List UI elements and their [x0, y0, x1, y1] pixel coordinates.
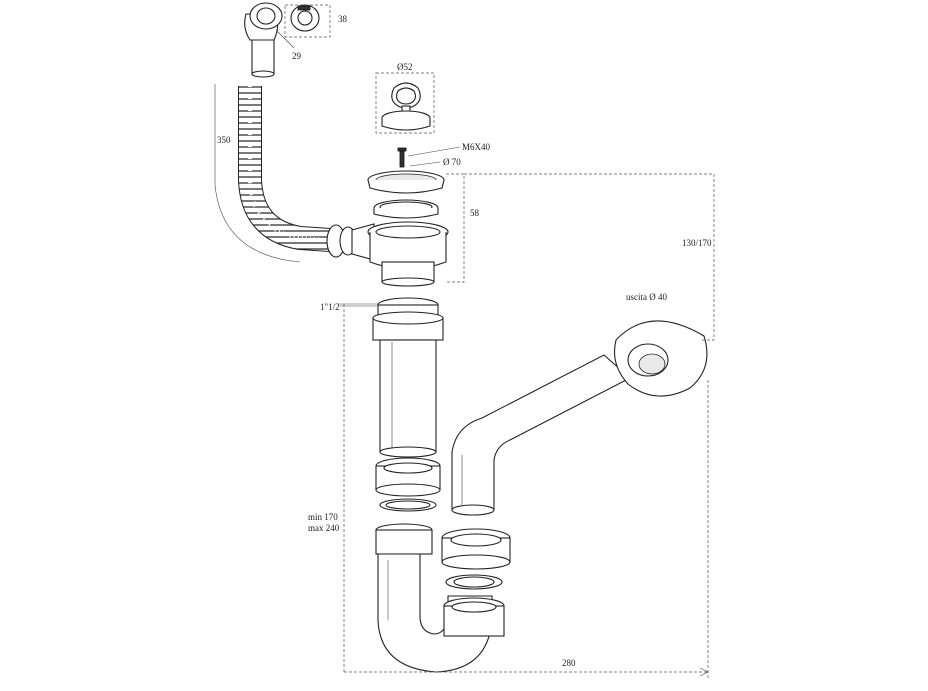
waste-body	[351, 221, 449, 287]
hose-length-dimension: 350	[214, 84, 301, 263]
screw-label: M6X40	[462, 142, 491, 152]
thread-dimension: 1"1/2	[320, 302, 378, 312]
side-nut	[441, 528, 511, 570]
outlet-label: uscita Ø 40	[626, 292, 667, 302]
dim-130-170-label: 130/170	[682, 238, 712, 248]
waste-height-dimension: 58	[446, 173, 480, 283]
middle-washer	[379, 498, 437, 512]
plug-stopper	[381, 82, 431, 131]
dim-29-label: 29	[292, 51, 302, 61]
side-threaded-connector	[443, 597, 505, 637]
dim-max-label: max 240	[308, 523, 340, 533]
dim-280: 280	[344, 380, 709, 678]
outlet-diameter-label: uscita Ø 40	[626, 292, 667, 302]
middle-nut	[375, 457, 441, 497]
overflow-dimensions: 38 29	[275, 4, 348, 61]
upper-tail-piece	[372, 297, 444, 458]
plug-diameter-label: Ø52	[397, 62, 413, 72]
dim-280-label: 280	[562, 658, 576, 668]
outlet-pipe	[451, 354, 631, 516]
side-washer	[445, 574, 503, 590]
dim-130-170: 130/170	[464, 173, 715, 341]
plug-box: Ø52	[375, 62, 435, 134]
overflow-elbow	[244, 2, 320, 78]
dim-height: min 170 max 240	[308, 303, 378, 672]
thread-label: 1"1/2	[320, 302, 340, 312]
flange-diameter-label: Ø 70	[443, 157, 461, 167]
dim-58-label: 58	[470, 208, 480, 218]
corrugated-overflow-hose	[238, 86, 331, 252]
flange-gasket	[373, 199, 439, 219]
dim-38-label: 38	[338, 14, 348, 24]
siphon-u-bend	[375, 523, 493, 673]
waste-flange	[367, 170, 445, 194]
wall-rosette	[613, 320, 708, 397]
dim-350-label: 350	[217, 135, 231, 145]
screw-m6x40: M6X40 Ø 70	[397, 142, 491, 168]
dim-min-label: min 170	[308, 512, 338, 522]
